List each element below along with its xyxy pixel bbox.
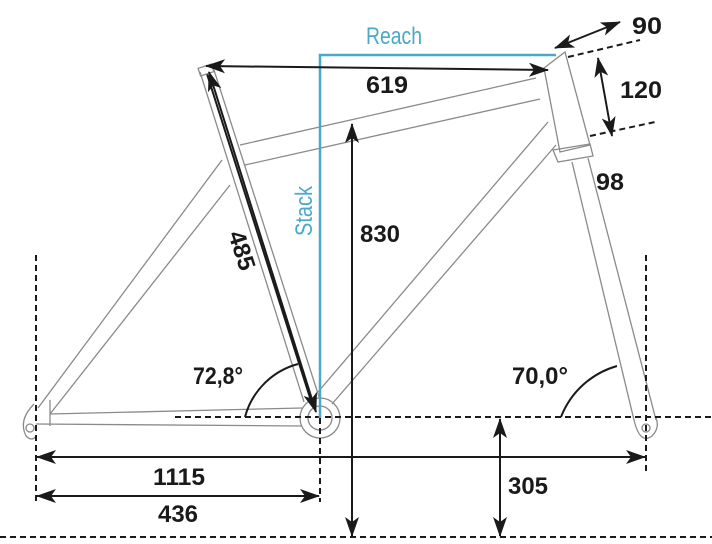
head-tube-value: 98: [596, 169, 624, 196]
stack-label: Stack: [291, 185, 318, 236]
stack-value: 830: [360, 221, 400, 248]
seat-tube-arrow: [208, 71, 317, 413]
stem-value: 90: [632, 13, 662, 40]
spacer-value: 120: [620, 77, 662, 104]
bb-height-value: 305: [508, 473, 548, 500]
reach-value: 619: [366, 72, 408, 99]
chainstay-value: 436: [158, 501, 198, 528]
spacer-arrow: [594, 57, 616, 137]
wheelbase-value: 1115: [153, 464, 205, 491]
dimension-arrows: [36, 21, 646, 537]
head-tube: [543, 50, 594, 163]
dimension-labels: 619 830 485 90 120 98 72,8° 70,0° 1115 4…: [153, 13, 662, 528]
seat-tube-value: 485: [222, 228, 260, 274]
rear-dropout: [22, 403, 37, 440]
chain-stays: [35, 400, 303, 427]
seat-angle-value: 72,8°: [193, 363, 243, 390]
reference-lines: [0, 39, 712, 538]
seat-angle-arc: [244, 363, 299, 418]
reach-label: Reach: [366, 23, 422, 50]
stem-arrow: [554, 21, 621, 49]
head-angle-value: 70,0°: [512, 363, 568, 390]
down-tube: [317, 121, 557, 405]
reach-arrow: [205, 59, 549, 77]
fork: [571, 157, 658, 440]
seat-stays: [37, 159, 231, 415]
head-angle-arc: [560, 365, 618, 418]
